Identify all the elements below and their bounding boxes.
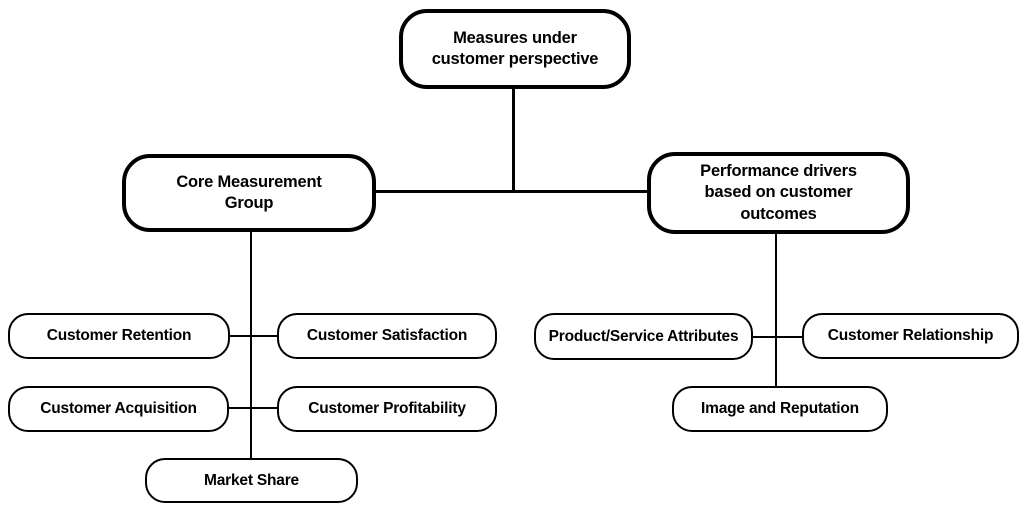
node-customer-retention-label: Customer Retention <box>46 327 192 344</box>
node-customer-acquisition-label: Customer Acquisition <box>40 400 197 417</box>
node-performance-drivers-label: Performance drivers based on customer ou… <box>700 162 857 223</box>
node-image-and-reputation-label: Image and Reputation <box>701 400 859 417</box>
node-customer-retention: Customer Retention <box>8 313 230 359</box>
connector-attributes-relationship <box>751 336 803 338</box>
connector-core-vertical <box>250 230 252 459</box>
node-product-service-attributes-label: Product/Service Attributes <box>548 327 739 345</box>
node-customer-profitability-label: Customer Profitability <box>308 400 466 417</box>
node-core-measurement-group-label: Core Measurement Group <box>176 172 322 212</box>
connector-acquisition-profitability <box>227 407 278 409</box>
connector-main-horizontal <box>376 190 648 193</box>
node-market-share-label: Market Share <box>204 471 299 489</box>
node-image-and-reputation: Image and Reputation <box>672 386 888 432</box>
node-root: Measures under customer perspective <box>399 9 631 89</box>
connector-retention-satisfaction <box>228 335 278 337</box>
node-customer-satisfaction: Customer Satisfaction <box>277 313 497 359</box>
node-root-label: Measures under customer perspective <box>431 28 599 68</box>
connector-performance-vertical <box>775 232 777 387</box>
node-core-measurement-group: Core Measurement Group <box>122 154 376 232</box>
node-market-share: Market Share <box>145 458 358 503</box>
node-customer-relationship: Customer Relationship <box>802 313 1019 359</box>
node-performance-drivers: Performance drivers based on customer ou… <box>647 152 910 234</box>
node-customer-profitability: Customer Profitability <box>277 386 497 432</box>
connector-root-vertical <box>512 87 515 193</box>
node-customer-relationship-label: Customer Relationship <box>827 327 994 344</box>
node-customer-satisfaction-label: Customer Satisfaction <box>306 327 468 344</box>
node-product-service-attributes: Product/Service Attributes <box>534 313 753 360</box>
node-customer-acquisition: Customer Acquisition <box>8 386 229 432</box>
